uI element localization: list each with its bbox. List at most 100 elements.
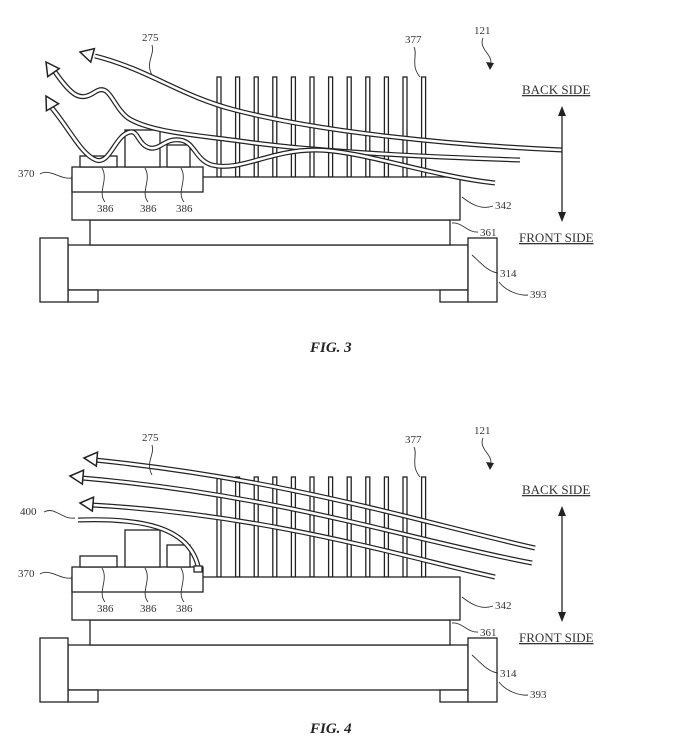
ref-393: 393 [530, 689, 547, 701]
lead-400 [43, 510, 76, 519]
arrow-down-icon [558, 212, 566, 222]
lead-370 [39, 171, 73, 179]
ref-314: 314 [500, 268, 517, 280]
airflow-stream-2 [68, 468, 533, 566]
front-side-label: FRONT SIDE [519, 230, 594, 245]
lead-121 [481, 37, 492, 67]
module-370 [71, 566, 204, 593]
lead-386-a [101, 567, 106, 603]
back-side-label: BACK SIDE [522, 82, 590, 97]
ref-386-c: 386 [176, 203, 193, 215]
airflow-stream-2-core [53, 71, 521, 162]
right-foot [439, 289, 469, 303]
base-314 [67, 244, 469, 291]
ref-386-a: 386 [97, 603, 114, 615]
lead-275 [149, 44, 154, 76]
ref-393: 393 [530, 289, 547, 301]
ref-275: 275 [142, 432, 159, 444]
ref-275: 275 [142, 32, 159, 44]
component-386-b [124, 529, 161, 568]
component-386-a [79, 555, 118, 568]
ref-386-a: 386 [97, 203, 114, 215]
back-side-label: BACK SIDE [522, 482, 590, 497]
lead-393 [498, 281, 529, 296]
ref-377: 377 [405, 34, 422, 46]
heat-sink-fin [346, 476, 352, 578]
ref-121: 121 [474, 25, 491, 37]
ref-342: 342 [495, 200, 512, 212]
ref-377: 377 [405, 434, 422, 446]
duct-400-connector [193, 565, 203, 573]
arrow-down-icon [558, 612, 566, 622]
airflow-stream-3-core [91, 503, 496, 579]
heat-sink-fin [402, 476, 408, 578]
ref-370: 370 [18, 168, 35, 180]
component-386-c [166, 544, 191, 568]
lead-386-a [101, 167, 106, 203]
figure-caption: FIG. 3 [309, 340, 352, 356]
airflow-stream-1-arrowhead-icon [82, 450, 99, 468]
airflow-stream-1-core [94, 54, 563, 152]
lead-386-b [144, 567, 149, 603]
left-frame-block [39, 237, 69, 303]
arrow-121-icon [486, 62, 494, 70]
heat-sink-fin [234, 476, 241, 578]
heat-sink-fin [234, 76, 241, 178]
ref-386-b: 386 [140, 603, 157, 615]
airflow-stream-3-arrowhead-icon [78, 495, 95, 513]
heat-sink-fin [216, 476, 222, 578]
left-foot [67, 689, 99, 703]
figure-caption: FIG. 4 [309, 721, 352, 737]
lead-361 [451, 622, 479, 633]
airflow-stream-3 [78, 495, 496, 580]
heat-sink-fin [346, 76, 352, 178]
airflow-stream-2-core [81, 476, 533, 565]
duct-400-core [77, 518, 200, 567]
arrow-up-icon [558, 106, 566, 116]
spacer-361 [89, 219, 451, 246]
airflow-stream-1 [78, 47, 563, 153]
heat-sink-fin [327, 476, 334, 578]
lead-342 [461, 196, 494, 208]
right-foot [439, 689, 469, 703]
base-314 [67, 644, 469, 691]
airflow-stream-2-arrowhead-icon [45, 60, 61, 78]
lead-314 [471, 654, 499, 674]
lead-393 [498, 681, 529, 696]
airflow-stream-2-arrowhead-icon [68, 468, 85, 486]
left-foot [67, 289, 99, 303]
left-frame-block [39, 637, 69, 703]
module-370 [71, 166, 204, 193]
lead-377 [413, 446, 421, 478]
spacer-361 [89, 619, 451, 646]
airflow-stream-3 [45, 94, 496, 186]
airflow-stream-3-core [50, 107, 496, 185]
lead-370 [39, 571, 73, 579]
ref-370: 370 [18, 568, 35, 580]
lead-314 [471, 254, 499, 274]
right-frame-block-393 [467, 637, 498, 703]
right-frame-block-393 [467, 237, 498, 303]
lead-386-b [144, 167, 149, 203]
lead-342 [461, 596, 494, 608]
heat-sink-fin [253, 476, 259, 578]
heat-sink-fin [420, 76, 427, 178]
heat-sink-fin [402, 76, 408, 178]
airflow-stream-1-arrowhead-icon [78, 47, 96, 64]
front-side-label: FRONT SIDE [519, 630, 594, 645]
duct-400 [77, 517, 203, 573]
ref-386-c: 386 [176, 603, 193, 615]
ref-361: 361 [480, 227, 497, 239]
heat-sink-fin [365, 76, 371, 178]
airflow-stream-1 [82, 450, 536, 551]
lead-377 [413, 46, 421, 78]
airflow-stream-1-core [94, 458, 536, 550]
lead-386-c [180, 167, 185, 203]
ref-342: 342 [495, 600, 512, 612]
ref-121: 121 [474, 425, 491, 437]
heat-sink-fin [216, 76, 222, 178]
lead-361 [451, 222, 479, 233]
